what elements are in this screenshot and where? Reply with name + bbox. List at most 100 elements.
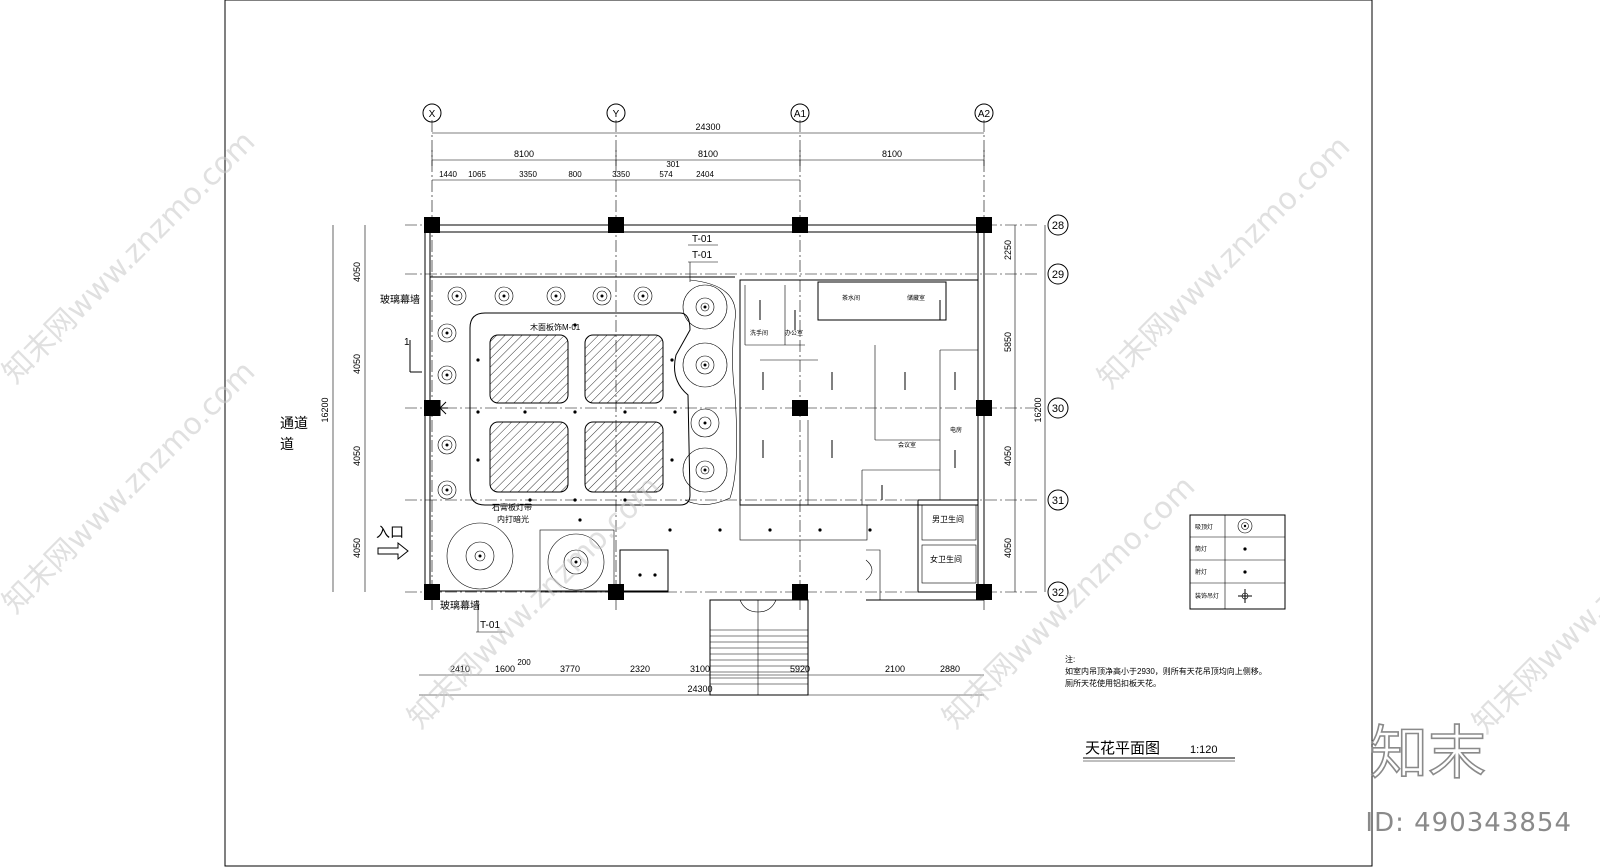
grid-label-28: 28 — [1052, 220, 1064, 232]
finish-tags: T-01 T-01 T-01 — [476, 234, 718, 633]
svg-text:24300: 24300 — [695, 122, 720, 132]
label-elec: 电房 — [950, 426, 962, 434]
svg-text:16200: 16200 — [1033, 397, 1043, 422]
label-corridor: 通道 — [280, 415, 308, 431]
label-gypsum-2: 内打暗光 — [497, 514, 529, 524]
ceiling-panel — [489, 421, 569, 493]
svg-text:知末网www.znzmo.com: 知末网www.znzmo.com — [1091, 129, 1357, 395]
legend-downlight-icon — [1243, 547, 1247, 551]
grid-label-a1: A1 — [794, 109, 807, 120]
svg-text:800: 800 — [568, 170, 582, 179]
label-entrance: 入口 — [376, 524, 404, 540]
svg-text:4050: 4050 — [352, 538, 362, 558]
decorative-pendant-symbol — [432, 400, 448, 416]
label-tea: 茶水间 — [842, 294, 860, 302]
svg-text:吸顶灯: 吸顶灯 — [1195, 523, 1213, 531]
outer-walls — [424, 224, 990, 601]
svg-text:574: 574 — [659, 170, 673, 179]
notes: 注: 如室内吊顶净高小于2930，则所有天花吊顶均向上侧移。 厕所天花使用铝扣板… — [1065, 654, 1267, 688]
grid-label-32: 32 — [1052, 587, 1064, 599]
legend-ceiling-light-icon — [1237, 518, 1253, 534]
legend: 吸顶灯 筒灯 射灯 装饰吊灯 — [1189, 514, 1286, 610]
downlights — [437, 286, 653, 500]
svg-text:8100: 8100 — [698, 149, 718, 159]
svg-text:8100: 8100 — [882, 149, 902, 159]
grid-label-31: 31 — [1052, 495, 1064, 507]
svg-text:1600: 1600 — [495, 664, 515, 674]
svg-text:3770: 3770 — [560, 664, 580, 674]
svg-text:1440: 1440 — [439, 170, 457, 179]
grid-label-x: X — [429, 109, 436, 120]
structural-columns — [424, 217, 992, 600]
label-washroom: 洗手间 — [750, 329, 768, 337]
brand-logo: 知末 — [1370, 718, 1487, 785]
label-storage: 储藏室 — [907, 294, 925, 302]
grid-label-29: 29 — [1052, 269, 1064, 281]
svg-text:知末网www.znzmo.com: 知末网www.znzmo.com — [1466, 474, 1600, 740]
svg-text:装饰吊灯: 装饰吊灯 — [1195, 592, 1219, 600]
label-male-wc: 男卫生间 — [932, 514, 964, 524]
svg-text:如室内吊顶净高小于2930，则所有天花吊顶均向上侧移。: 如室内吊顶净高小于2930，则所有天花吊顶均向上侧移。 — [1065, 666, 1267, 676]
section-marker: 1 — [404, 337, 422, 373]
svg-text:T-01: T-01 — [692, 234, 712, 245]
label-glass-curtain-top: 玻璃幕墙 — [380, 293, 420, 306]
svg-text:T-01: T-01 — [692, 250, 712, 261]
image-id-label: ID: 490343854 — [1365, 808, 1572, 838]
svg-text:4050: 4050 — [352, 354, 362, 374]
svg-text:3100: 3100 — [690, 664, 710, 674]
svg-text:4050: 4050 — [1003, 538, 1013, 558]
svg-text:200: 200 — [517, 658, 531, 667]
svg-text:1065: 1065 — [468, 170, 486, 179]
svg-text:4050: 4050 — [1003, 446, 1013, 466]
linear-lights — [759, 300, 956, 500]
svg-text:2250: 2250 — [1003, 240, 1013, 260]
svg-text:筒灯: 筒灯 — [1195, 545, 1207, 553]
spotlights — [476, 323, 872, 577]
label-female-wc: 女卫生间 — [930, 554, 962, 564]
pendant-lights — [446, 279, 737, 593]
svg-text:2404: 2404 — [696, 170, 714, 179]
svg-text:4050: 4050 — [352, 446, 362, 466]
label-glass-curtain-bottom: 玻璃幕墙 — [440, 599, 480, 612]
interior-partitions — [619, 279, 979, 601]
svg-text:2880: 2880 — [940, 664, 960, 674]
svg-text:1: 1 — [404, 337, 410, 348]
svg-text:301: 301 — [666, 160, 680, 169]
svg-text:T-01: T-01 — [480, 620, 500, 631]
drawing-title: 天花平面图 — [1085, 740, 1160, 757]
svg-text:注:: 注: — [1065, 654, 1075, 664]
grid-label-30: 30 — [1052, 403, 1064, 415]
ceiling-panel — [584, 334, 664, 404]
drawing-scale: 1:120 — [1190, 744, 1218, 756]
title-block: 天花平面图 1:120 — [1083, 740, 1235, 762]
svg-text:2410: 2410 — [450, 664, 470, 674]
svg-text:8100: 8100 — [514, 149, 534, 159]
label-gypsum-1: 石膏板灯带 — [492, 502, 532, 512]
dimensions-right: 2250 5850 4050 4050 16200 — [1003, 225, 1046, 592]
svg-text:知末网www.znzmo.com: 知末网www.znzmo.com — [0, 124, 262, 390]
svg-text:知末: 知末 — [1370, 719, 1486, 785]
staircase — [709, 599, 809, 696]
grid-label-a2: A2 — [978, 109, 991, 120]
svg-text:24300: 24300 — [687, 684, 712, 694]
grid-bubbles-right: 28 29 30 31 32 — [1047, 214, 1069, 603]
legend-spotlight-icon — [1243, 570, 1247, 574]
grid-label-y: Y — [613, 109, 620, 120]
label-corridor-2: 道 — [280, 436, 294, 452]
dimensions-top: 24300 8100 8100 8100 1440 1065 3350 800 … — [431, 122, 985, 181]
svg-text:2100: 2100 — [885, 664, 905, 674]
svg-text:厕所天花使用铝扣板天花。: 厕所天花使用铝扣板天花。 — [1065, 678, 1161, 688]
dimensions-bottom: 2410 1600 200 3770 2320 3100 5920 2100 2… — [419, 658, 984, 696]
svg-text:5920: 5920 — [790, 664, 810, 674]
label-office: 办公室 — [785, 329, 803, 337]
svg-text:2320: 2320 — [630, 664, 650, 674]
label-wood-veneer: 木面板饰M-01 — [530, 322, 581, 332]
annotation-labels: 玻璃幕墙 玻璃幕墙 通道 道 入口 木面板饰M-01 石膏板灯带 内打暗光 洗手… — [280, 293, 964, 612]
ceiling-panel — [489, 334, 569, 404]
svg-text:知末网www.znzmo.com: 知末网www.znzmo.com — [0, 354, 262, 620]
svg-text:射灯: 射灯 — [1195, 568, 1207, 576]
grid-bubbles-top: X Y A1 A2 — [422, 103, 994, 123]
svg-text:16200: 16200 — [320, 397, 330, 422]
open-ceiling-zone — [469, 312, 691, 506]
